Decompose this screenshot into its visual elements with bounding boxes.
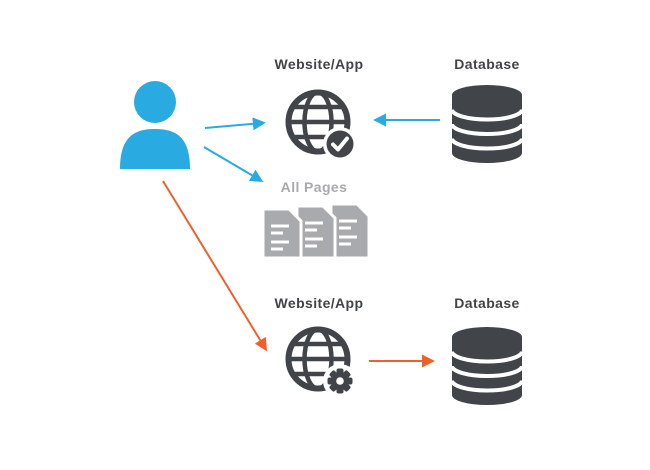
all-pages-label: All Pages xyxy=(280,179,348,195)
top-database-label: Database xyxy=(454,56,520,72)
database-icon-top xyxy=(449,84,525,164)
arrow-user-to-top-website xyxy=(204,117,266,131)
globe-gear-icon xyxy=(283,324,359,400)
top-website-label: Website/App xyxy=(274,56,364,72)
arrow-user-to-all-pages xyxy=(203,146,264,182)
database-icon-bottom xyxy=(449,326,525,406)
arrow-user-to-bottom-website xyxy=(162,180,268,352)
checkmark-icon xyxy=(331,136,349,152)
documents-stack-icon xyxy=(261,200,375,262)
globe-check-icon xyxy=(283,87,359,163)
bottom-website-label: Website/App xyxy=(274,295,364,311)
bottom-database-label: Database xyxy=(454,295,520,311)
user-icon xyxy=(117,80,193,170)
